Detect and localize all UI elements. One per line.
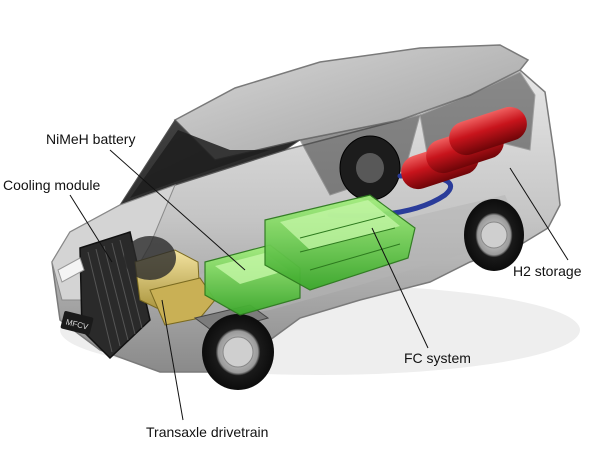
spare-tire-rim: [356, 153, 384, 183]
front-hub: [222, 336, 254, 368]
drivetrain-gearbox: [149, 277, 216, 326]
leader-h2-storage: [509, 167, 569, 261]
nimeh-battery-label: NiMeH battery: [46, 131, 136, 147]
h2-storage-label: H2 storage: [513, 263, 582, 279]
fuel-cell-top-face: [280, 200, 400, 250]
license-plate: [60, 311, 94, 335]
leader-nimeh-battery: [109, 149, 246, 271]
transaxle-drivetrain-label: Transaxle drivetrain: [146, 424, 269, 440]
fc-system-label: FC system: [404, 350, 471, 366]
rear-hub: [480, 221, 508, 249]
h2-storage-tanks: [401, 106, 527, 190]
leader-transaxle-drivetrain: [161, 299, 184, 421]
fuel-cell-details: [299, 215, 401, 271]
cooling-module-label: Cooling module: [3, 177, 101, 193]
radiator-fins: [87, 239, 143, 353]
leader-cooling-module: [69, 194, 113, 263]
headlight: [57, 257, 85, 283]
callout-leader-lines: [69, 149, 569, 421]
h2-tank-3: [449, 106, 527, 156]
leader-fc-system: [371, 227, 429, 349]
windshield-tint: [130, 130, 270, 198]
front-left-wheel: [124, 236, 176, 280]
